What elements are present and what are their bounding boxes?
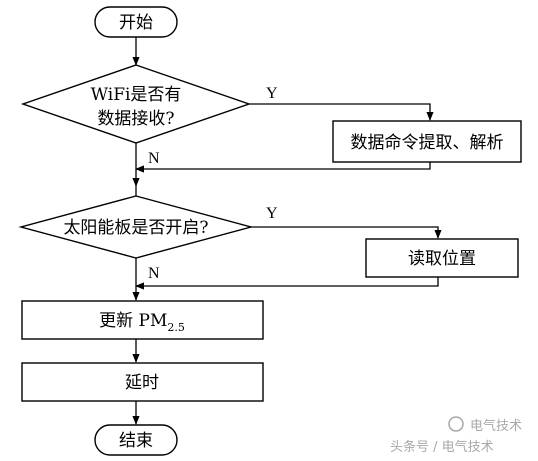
end-label: 结束 <box>119 431 153 451</box>
watermark-text: 头条号 / 电气技术 <box>390 439 494 455</box>
solar-decision: 太阳能板是否开启? <box>18 195 254 259</box>
read-position-label: 读取位置 <box>408 249 476 269</box>
wifi-decision-line1: WiFi是否有 <box>91 85 182 105</box>
wifi-yes-label: Y <box>266 85 278 102</box>
watermark-logo-text: 电气技术 <box>470 418 522 434</box>
update-pm25-label: 更新 PM2.5 <box>99 311 185 334</box>
arrow-read-merge <box>135 277 439 290</box>
delay-process: 延时 <box>21 362 264 402</box>
arrow-wifi-yes-to-parse <box>249 103 434 121</box>
solar-decision-label: 太阳能板是否开启? <box>63 218 208 238</box>
parse-process: 数据命令提取、解析 <box>332 120 522 163</box>
delay-label: 延时 <box>125 373 159 393</box>
wifi-decision: WiFi是否有 数据接收? <box>20 64 252 144</box>
parse-process-label: 数据命令提取、解析 <box>351 133 504 153</box>
connectors <box>132 37 442 425</box>
start-label: 开始 <box>119 13 153 33</box>
wifi-no-label: N <box>148 150 160 167</box>
read-position-process: 读取位置 <box>365 238 519 278</box>
wifi-decision-line2: 数据接收? <box>97 109 174 129</box>
update-pm25-process: 更新 PM2.5 <box>21 300 264 340</box>
arrow-solar-yes-to-read <box>251 226 442 239</box>
start-terminal: 开始 <box>94 6 178 38</box>
watermark: 电气技术 头条号 / 电气技术 <box>390 416 522 455</box>
watermark-logo-icon: 电气技术 <box>448 416 522 434</box>
end-terminal: 结束 <box>94 424 178 456</box>
arrow-parse-merge <box>135 162 431 173</box>
solar-no-label: N <box>148 265 160 282</box>
solar-yes-label: Y <box>266 205 278 222</box>
